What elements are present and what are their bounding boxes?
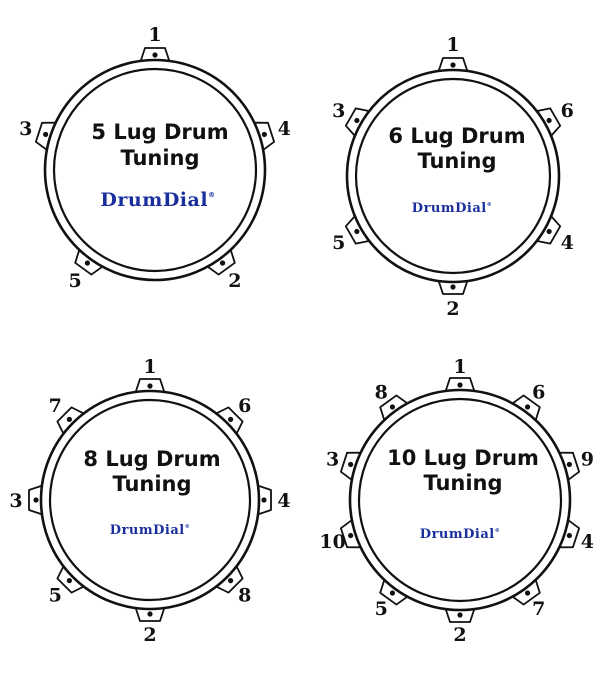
lug-number: 1	[143, 356, 156, 378]
lug-number: 2	[143, 624, 156, 646]
brand-logo: DrumDial®	[110, 523, 190, 538]
drum-title-line1: 6 Lug Drum	[388, 124, 525, 148]
lug-number: 3	[332, 100, 345, 122]
drum-8-lug: 8 Lug Drum Tuning DrumDial® 1 6 4 8 2 5 3 7	[9, 356, 290, 646]
drum-title-line1: 8 Lug Drum	[83, 447, 220, 471]
lug-number: 5	[375, 598, 388, 620]
lug-number: 8	[375, 381, 388, 403]
drum-10-lug: 10 Lug Drum Tuning DrumDial® 1 6 9 4 7 2 5 10 3 8	[319, 356, 594, 646]
lug-number: 4	[561, 232, 574, 254]
lug-number: 7	[532, 598, 545, 620]
lug-number-group: 1 6 4 2 5 3	[332, 34, 574, 320]
lug-number: 4	[277, 490, 290, 512]
lug-number: 3	[19, 118, 32, 140]
drum-title-line2: Tuning	[120, 146, 199, 170]
lug-number: 1	[446, 34, 459, 56]
lug-number: 8	[238, 585, 251, 607]
drum-rim-inner	[52, 67, 258, 273]
drum-title-line2: Tuning	[423, 471, 502, 495]
drum-title-line2: Tuning	[417, 149, 496, 173]
lug-number: 7	[49, 395, 62, 417]
lug-number: 1	[453, 356, 466, 378]
lug-number: 2	[228, 270, 241, 292]
lug-number: 10	[319, 531, 345, 553]
lug-number: 4	[278, 118, 291, 140]
brand-logo: DrumDial®	[100, 189, 215, 211]
lug-number: 2	[453, 624, 466, 646]
lug-number: 5	[68, 270, 81, 292]
lug-number: 3	[9, 490, 22, 512]
lug-number: 6	[238, 395, 251, 417]
drum-rim-inner	[357, 397, 563, 603]
lug-number-group: 1 4 2 5 3	[19, 24, 291, 292]
brand-logo: DrumDial®	[420, 527, 500, 542]
lug-number: 2	[446, 298, 459, 320]
lug-number: 6	[561, 100, 574, 122]
drum-rim-inner	[48, 398, 252, 602]
drum-rim-inner	[354, 77, 552, 275]
lug-number: 5	[49, 585, 62, 607]
lug-number: 1	[148, 24, 161, 46]
lug-number: 5	[332, 232, 345, 254]
lug-number: 6	[532, 381, 545, 403]
drum-title-line1: 5 Lug Drum	[91, 120, 228, 144]
lug-number: 9	[581, 448, 594, 470]
lug-number: 4	[581, 531, 594, 553]
lug-number: 3	[326, 448, 339, 470]
drum-5-lug: 5 Lug Drum Tuning DrumDial® 1 4 2 5 3	[19, 24, 291, 292]
drum-title-line1: 10 Lug Drum	[387, 446, 539, 470]
lug-number-group: 1 6 4 8 2 5 3 7	[9, 356, 290, 646]
drum-title-line2: Tuning	[112, 472, 191, 496]
drum-6-lug: 6 Lug Drum Tuning DrumDial® 1 6 4 2 5 3	[332, 34, 574, 320]
lug-number-group: 1 6 9 4 7 2 5 10 3 8	[319, 356, 594, 646]
brand-logo: DrumDial®	[412, 201, 492, 216]
